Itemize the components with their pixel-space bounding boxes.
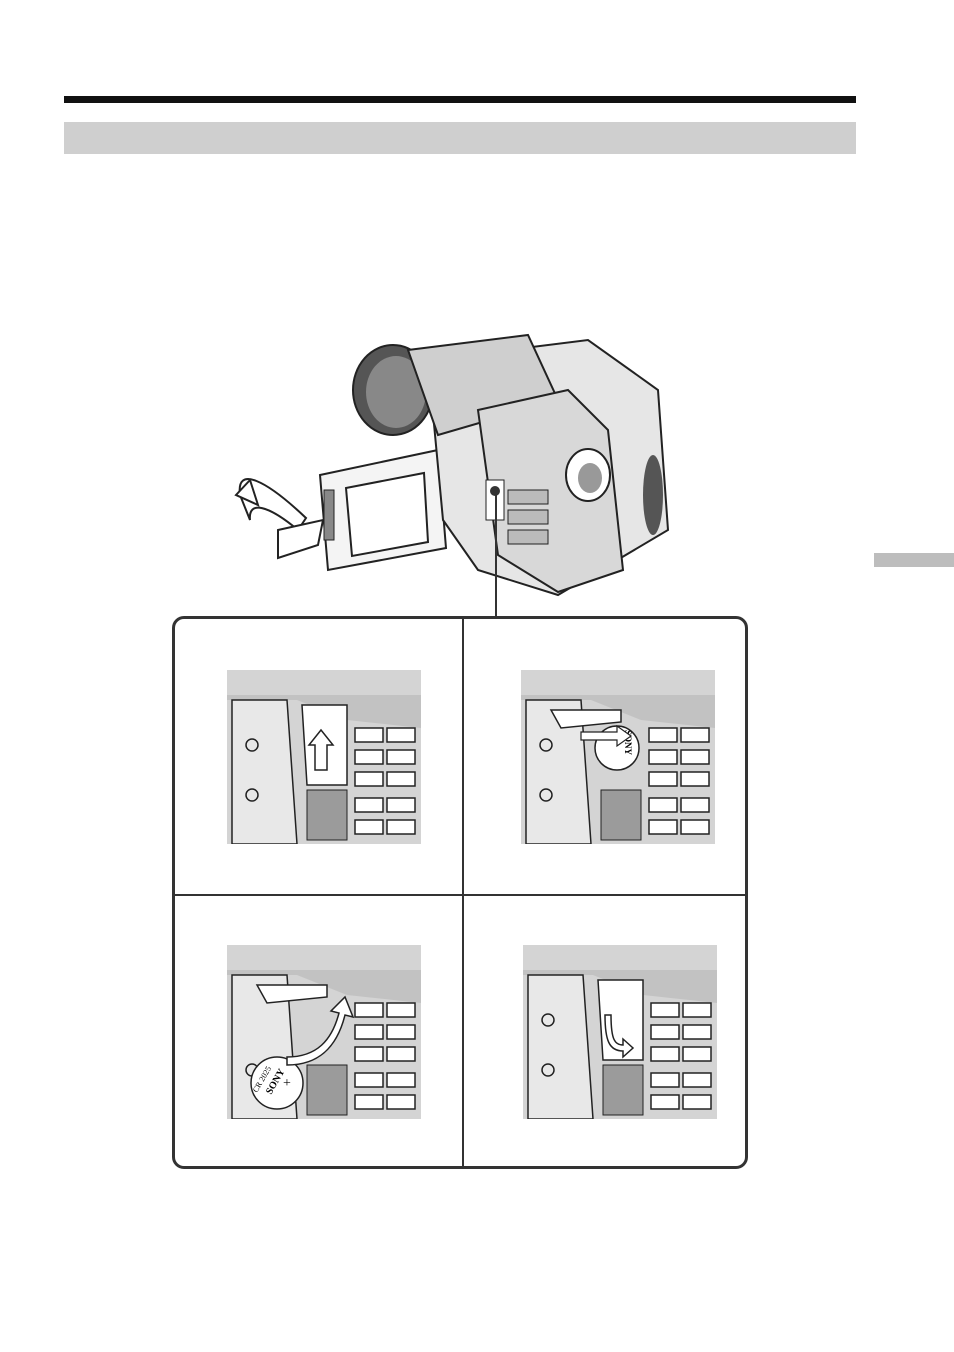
lcd-panel-icon (320, 450, 446, 570)
top-rule (64, 96, 856, 103)
step-insert-battery: CR 2025 SONY + (227, 945, 421, 1119)
camcorder-illustration (228, 330, 688, 620)
horizontal-divider (175, 894, 745, 896)
step-open-cover (227, 670, 421, 844)
step-close-cover (523, 945, 717, 1119)
steps-frame: SONY CR 2025 SONY + (172, 616, 748, 1169)
callout-line (495, 490, 497, 617)
step-remove-battery: SONY (521, 670, 715, 844)
battery-polarity: + (283, 1076, 291, 1091)
section-title-band (64, 122, 856, 154)
side-index-tab (874, 553, 954, 567)
open-arrow-icon (236, 479, 323, 558)
vertical-divider (462, 619, 464, 1166)
